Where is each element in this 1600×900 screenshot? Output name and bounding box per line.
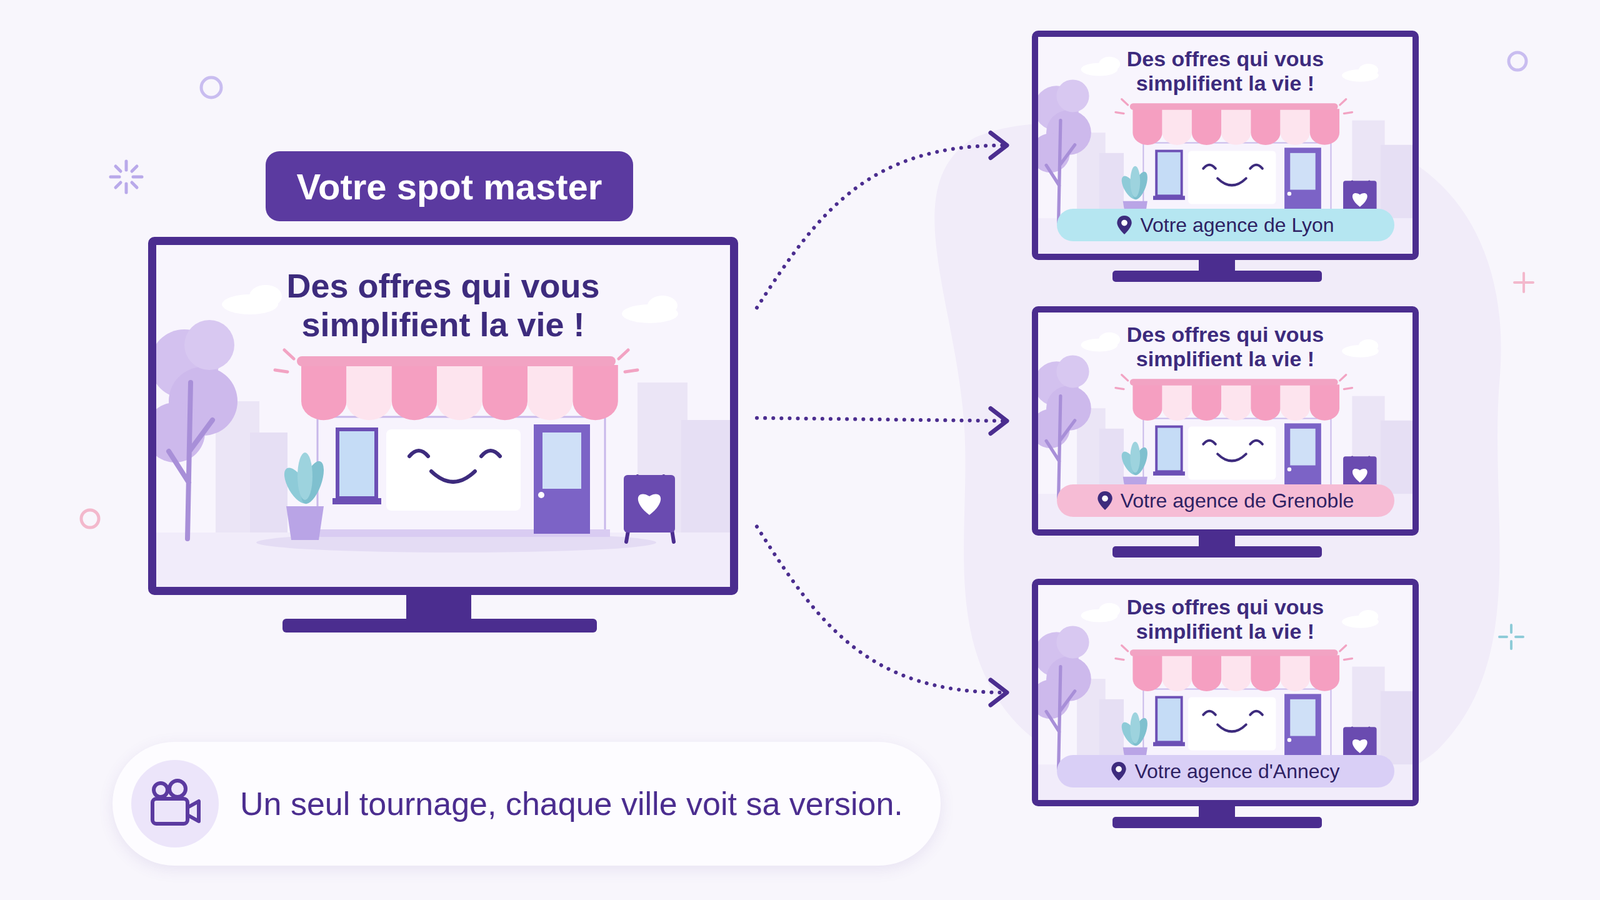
dotted-arrow [756,526,1007,706]
arrow-head [990,408,1007,434]
label-text: Des offres qui vous simplifient la vie ! [1097,46,1354,96]
arrow-head [990,680,1007,705]
label-text: Votre spot master [296,165,603,208]
tv-screen: Des offres qui vous simplifient la vie !… [1031,30,1419,260]
dotted-line [756,145,1005,309]
pin-icon [1110,760,1127,782]
dotted-line [756,526,1005,694]
caption-pill: Un seul tournage, chaque ville voit sa v… [112,741,941,866]
tv-screen: Des offres qui vous simplifient la vie !… [1031,306,1419,536]
dotted-arrow [756,408,1007,434]
arrow-head [990,133,1007,159]
agency-pill: Votre agence d'Annecy [1056,755,1395,788]
title-badge: Votre spot master [265,151,634,222]
agency-pill: Votre agence de Lyon [1056,208,1395,242]
agency-pill: Votre agence de Grenoble [1056,484,1395,517]
label-text: Des offres qui vous simplifient la vie ! [1097,595,1354,644]
label-text: Votre agence de Grenoble [1120,489,1355,513]
label-text: Des offres qui vous simplifient la vie ! [243,266,644,344]
tv-screen: Des offres qui vous simplifient la vie !… [1031,578,1419,807]
label-text: Votre agence d'Annecy [1134,760,1340,784]
dotted-arrow [756,133,1007,309]
pin-icon [1116,214,1133,236]
label-text: Des offres qui vous simplifient la vie ! [1097,322,1354,372]
label-text: Votre agence de Lyon [1140,213,1334,237]
pin-icon [1096,490,1114,512]
dotted-line [756,418,1005,422]
tv-screen: Des offres qui vous simplifient la vie ! [148,236,739,595]
label-text: Un seul tournage, chaque ville voit sa v… [240,785,904,823]
camera-icon [131,760,219,848]
